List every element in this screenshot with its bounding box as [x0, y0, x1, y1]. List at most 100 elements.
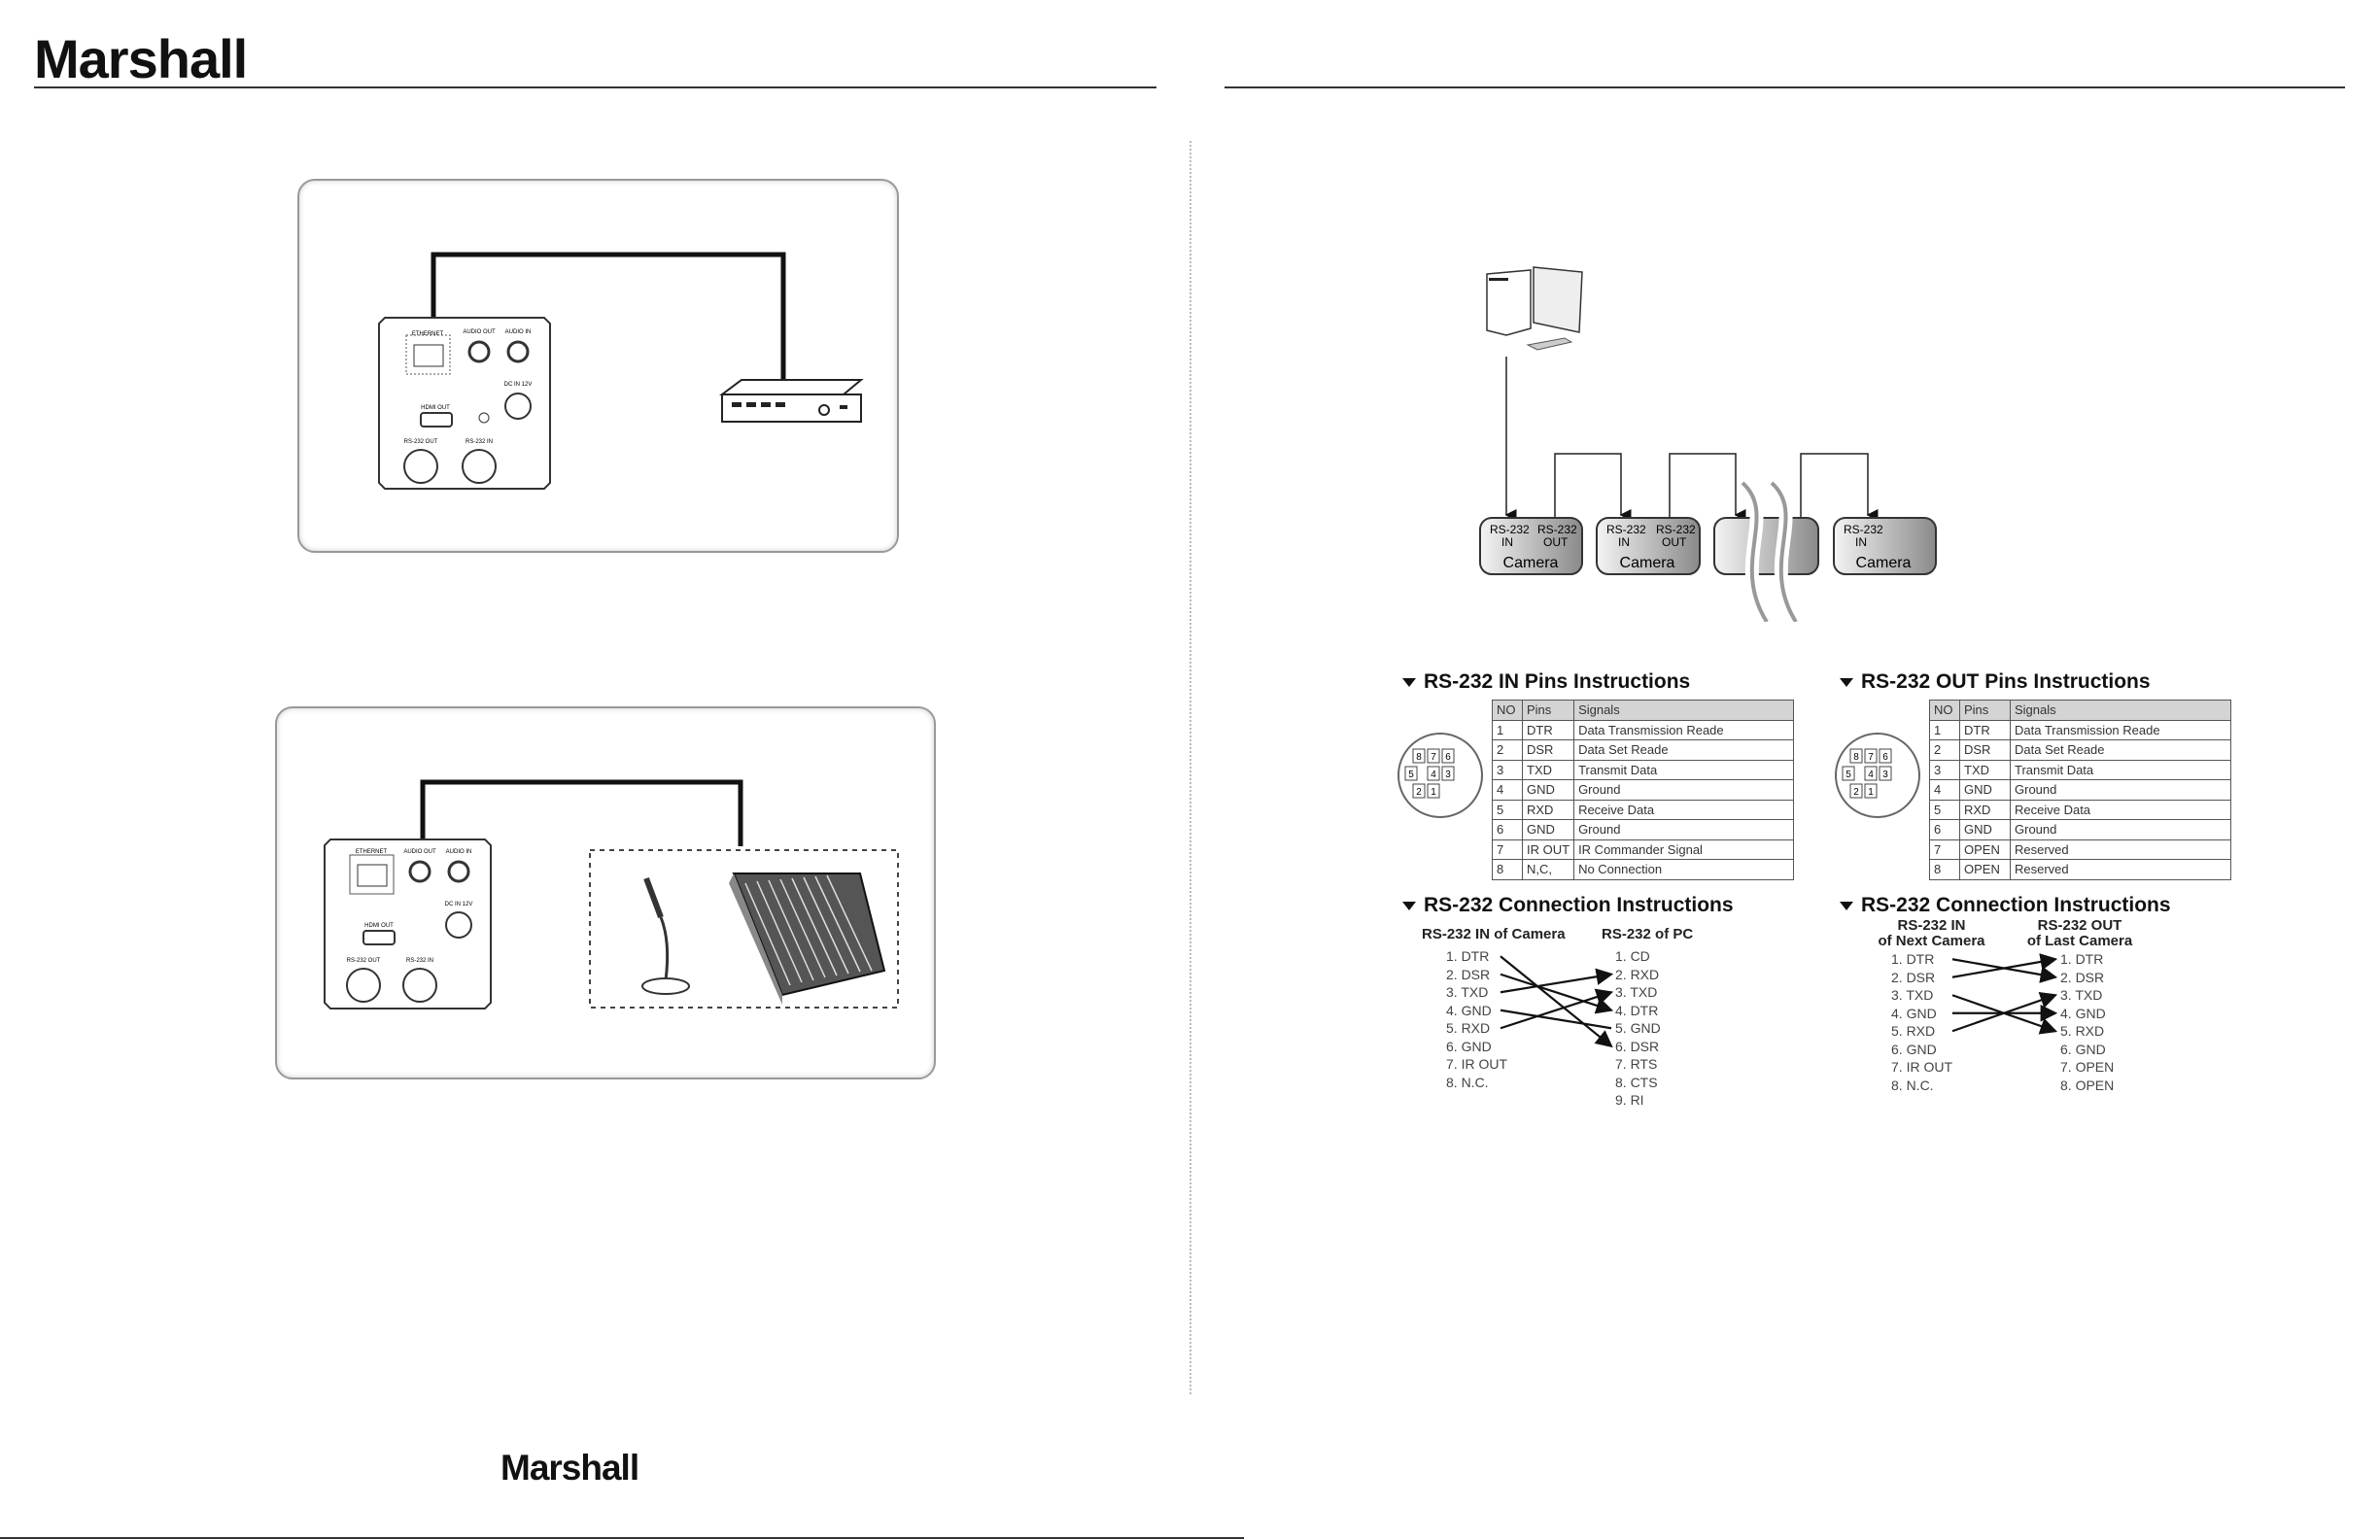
table-cell: 6 — [1492, 819, 1523, 840]
table-cell: Transmit Data — [2010, 759, 2231, 780]
footer-brand-logo: Marshall — [500, 1448, 639, 1488]
table-cell: 2 — [1492, 739, 1523, 761]
right-header-line2: of Last Camera — [2026, 933, 2133, 949]
svg-text:AUDIO OUT: AUDIO OUT — [403, 849, 436, 855]
pin-number: 6 — [1882, 752, 1888, 763]
connector-pin — [1412, 783, 1426, 799]
svg-text:AUDIO OUT: AUDIO OUT — [463, 329, 496, 335]
svg-text:RS-232: RS-232 — [1490, 523, 1530, 536]
table-cell: Ground — [2010, 819, 2231, 840]
wire-line — [1500, 988, 1614, 1030]
pin-label: 4. DTR — [1615, 1002, 1659, 1018]
wire-line — [1951, 953, 2058, 978]
audio-mixer-icon — [729, 873, 886, 1005]
pin-label: 7. RTS — [1615, 1056, 1658, 1072]
table-cell: Ground — [2010, 779, 2231, 801]
table-cell: IR OUT — [1521, 838, 1575, 860]
wire-line — [1500, 955, 1613, 1048]
svg-text:Camera: Camera — [1620, 555, 1675, 571]
pin-label: 9. RI — [1615, 1092, 1644, 1108]
table-cell: 6 — [1929, 819, 1960, 840]
triangle-bullet-icon — [1840, 901, 1853, 910]
table-cell: 5 — [1492, 799, 1523, 820]
table-cell: Ground — [1573, 779, 1794, 801]
wire-line — [1500, 1009, 1612, 1030]
svg-text:IN: IN — [1855, 535, 1867, 549]
pin-label: 1. CD — [1615, 948, 1650, 964]
conn-pc-title: RS-232 Connection Instructions — [1424, 894, 1734, 916]
pin-number: 1 — [1431, 787, 1436, 798]
pin-number: 8 — [1853, 752, 1859, 763]
left-header-line1: RS-232 IN — [1897, 917, 1966, 934]
connector-pin — [1864, 766, 1878, 781]
column-header: Signals — [1573, 700, 1794, 721]
table-cell: RXD — [1959, 799, 2011, 820]
pin-label: 7. OPEN — [2060, 1059, 2115, 1075]
pin-label: 4. GND — [1446, 1002, 1492, 1018]
right-header-line1: RS-232 OUT — [2037, 917, 2122, 934]
pin-number: 3 — [1445, 770, 1451, 780]
table-cell: Reserved — [2010, 859, 2231, 880]
pin-number: 5 — [1845, 770, 1851, 780]
table-cell: 8 — [1929, 859, 1960, 880]
pin-label: 5. RXD — [1891, 1023, 1936, 1039]
connector-pin — [1427, 748, 1440, 764]
connector-pin — [1864, 783, 1878, 799]
conn-pc-left-header: RS-232 IN of Camera — [1422, 926, 1566, 942]
table-cell: GND — [1959, 779, 2011, 801]
audio-diagram — [413, 779, 899, 1009]
table-cell: Data Set Reade — [1573, 739, 1794, 761]
svg-text:DC IN 12V: DC IN 12V — [445, 902, 473, 907]
pin-label: 2. DSR — [1891, 969, 1936, 985]
pin-label: 6. GND — [2060, 1041, 2106, 1057]
svg-text:OUT: OUT — [1662, 535, 1687, 549]
connector-pin — [1849, 748, 1863, 764]
connector-pin — [1427, 783, 1440, 799]
table-cell: Receive Data — [2010, 799, 2231, 820]
column-header: Pins — [1521, 700, 1575, 721]
pin-number: 4 — [1868, 770, 1874, 780]
svg-text:OUT: OUT — [1543, 535, 1569, 549]
header-rule-left — [34, 86, 1156, 88]
table-cell: TXD — [1521, 759, 1575, 780]
camera-box-1 — [1479, 517, 1583, 575]
pin-label: 6. DSR — [1615, 1038, 1660, 1054]
table-cell: 3 — [1929, 759, 1960, 780]
connector-pin — [1842, 766, 1855, 781]
pin-label: 2. RXD — [1615, 966, 1660, 982]
camera-box-2 — [1596, 517, 1701, 575]
conn-cam-heading: RS-232 Connection Instructions — [1840, 894, 2171, 917]
svg-text:HDMI OUT: HDMI OUT — [364, 923, 394, 929]
microphone-icon — [641, 876, 690, 995]
svg-text:IN: IN — [1618, 535, 1630, 549]
table-cell: 2 — [1929, 739, 1960, 761]
pin-number: 6 — [1445, 752, 1451, 763]
pin-label: 5. GND — [1615, 1020, 1661, 1036]
svg-text:RS-232: RS-232 — [1844, 523, 1883, 536]
pin-label: 8. CTS — [1615, 1074, 1658, 1090]
table-cell: GND — [1959, 819, 2011, 840]
conn-cam-wiring — [1951, 953, 2058, 1035]
svg-text:IN: IN — [1501, 535, 1513, 549]
svg-text:RS-232: RS-232 — [1606, 523, 1646, 536]
computer-icon — [1486, 266, 1583, 351]
out-pins-heading: RS-232 OUT Pins Instructions — [1840, 670, 2151, 694]
pin-label: 8. N.C. — [1891, 1077, 1934, 1093]
column-header: Pins — [1959, 700, 2011, 721]
pin-label: 1. DTR — [2060, 951, 2104, 967]
